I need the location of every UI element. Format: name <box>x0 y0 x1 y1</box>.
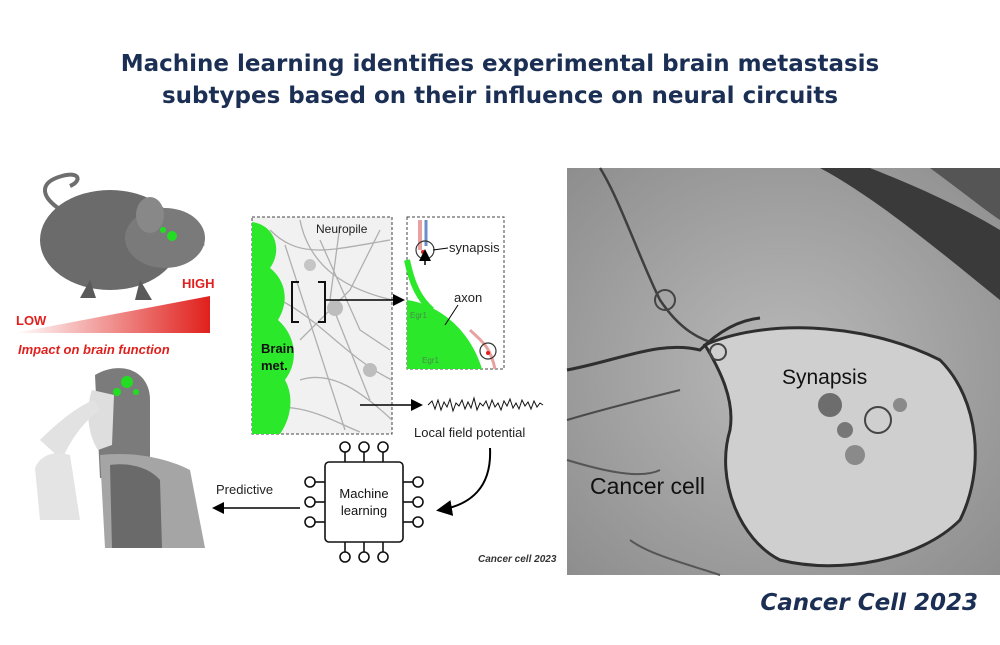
title-line-1: Machine learning identifies experimental… <box>120 51 880 77</box>
lfp-to-ml-arrow <box>436 447 492 516</box>
egr-label-bottom: Egr1 <box>422 356 439 365</box>
left-bracket <box>291 281 299 323</box>
brain-met-label-line2: met. <box>261 358 288 373</box>
page-title: Machine learning identifies experimental… <box>0 48 1000 112</box>
brain-metastasis-region <box>252 222 294 434</box>
impact-label: Impact on brain function <box>18 342 170 357</box>
lfp-label: Local field potential <box>414 425 525 440</box>
diagram-citation: Cancer cell 2023 <box>478 554 557 565</box>
impact-scale: HIGH LOW Impact on brain function <box>15 276 215 357</box>
high-label: HIGH <box>182 276 215 291</box>
neuropile-label: Neuropile <box>316 222 368 236</box>
ml-label-line2: learning <box>341 503 387 518</box>
impact-gradient <box>15 296 210 333</box>
low-label: LOW <box>16 313 47 328</box>
mouse-illustration <box>40 172 205 300</box>
right-bracket <box>318 281 326 323</box>
human-illustration <box>35 368 205 548</box>
title-line-2: subtypes based on their influence on neu… <box>161 83 839 109</box>
micrograph-synapsis-label: Synapsis <box>782 366 867 389</box>
electron-micrograph: Synapsis Cancer cell <box>566 167 1000 576</box>
neuropile-panel: Neuropile Brain met. <box>251 216 393 435</box>
brain-met-label-line1: Brain <box>261 341 294 356</box>
synapsis-label: synapsis <box>449 240 500 255</box>
predictive-label: Predictive <box>216 482 273 497</box>
lfp-trace <box>427 396 544 413</box>
machine-learning-chip <box>304 441 424 563</box>
egr-label-top: Egr1 <box>410 311 427 320</box>
axon-label: axon <box>454 290 482 305</box>
synapse-membrane <box>702 326 977 568</box>
synapse-zoom-panel: synapsis axon Egr1 Egr1 <box>404 216 505 370</box>
ml-label-line1: Machine <box>339 486 388 501</box>
footer-citation: Cancer Cell 2023 <box>760 590 978 616</box>
micrograph-cancer-cell-label: Cancer cell <box>590 473 705 499</box>
